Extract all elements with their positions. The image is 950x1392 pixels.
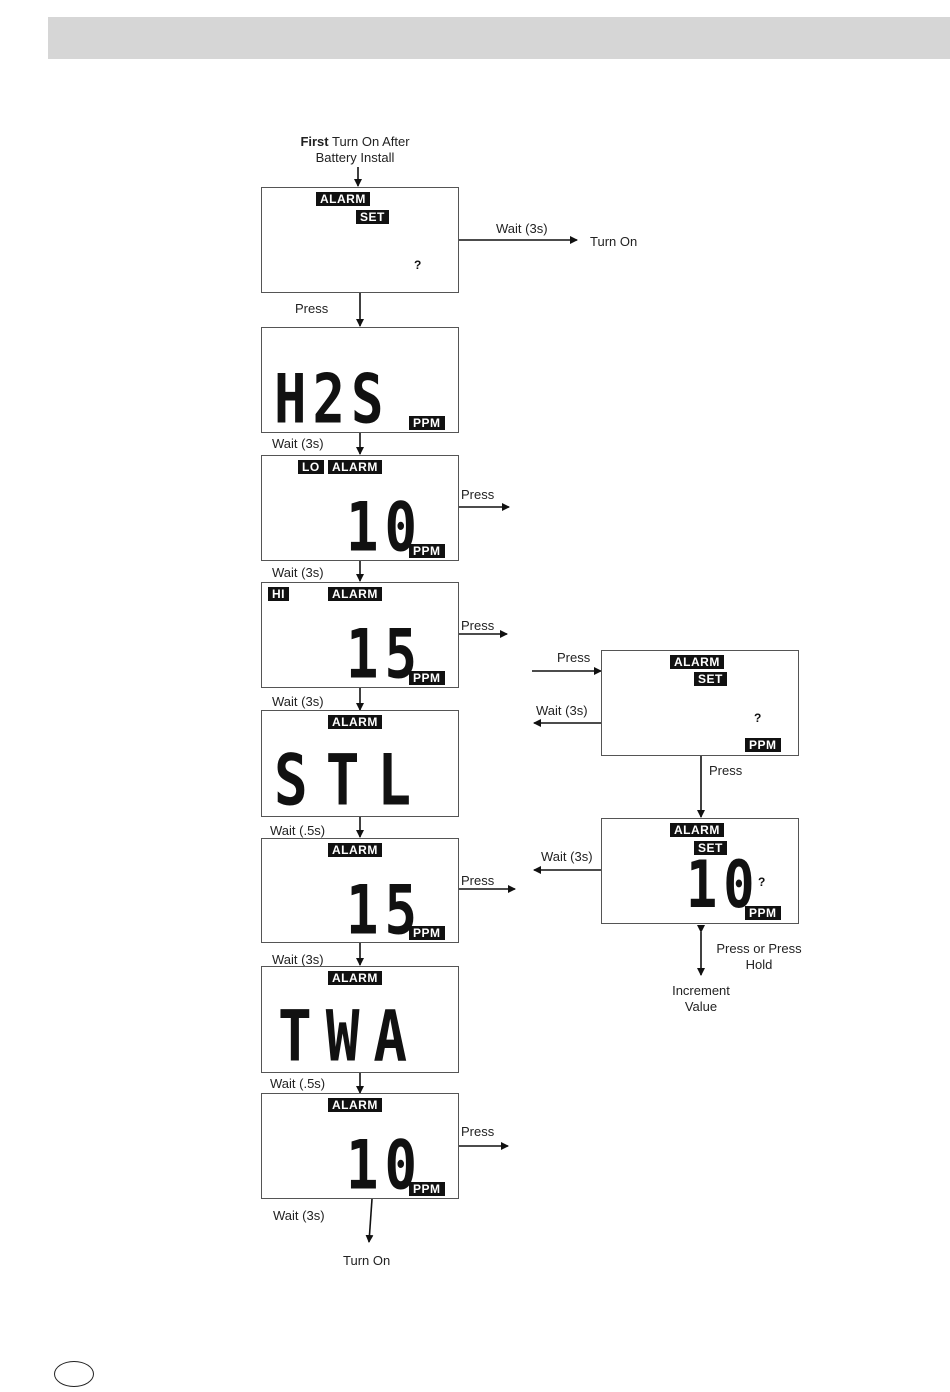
start-first: First	[300, 134, 329, 149]
label-press-s1: Press	[295, 301, 329, 316]
lcd-screen-8: ALARM 10 PPM	[261, 1093, 459, 1199]
alarm-tag: ALARM	[328, 1098, 382, 1112]
display-digits: 10	[346, 1125, 424, 1205]
label-wait-s2: Wait (3s)	[272, 436, 324, 451]
lcd-screen-r2: ALARM SET 10 ? PPM	[601, 818, 799, 924]
label-turn-on-1: Turn On	[590, 234, 638, 249]
label-press-r: Press	[557, 650, 591, 665]
label-wait-r2: Wait (3s)	[541, 849, 593, 864]
start-caption: First Turn On After Battery Install	[290, 134, 420, 166]
label-wait-s1: Wait (3s)	[496, 221, 548, 236]
lcd-screen-5: ALARM STL	[261, 710, 459, 817]
lcd-screen-3: LO ALARM 10 PPM	[261, 455, 459, 561]
alarm-tag: ALARM	[670, 823, 724, 837]
header-band	[48, 17, 950, 59]
alarm-tag: ALARM	[670, 655, 724, 669]
label-wait-s5: Wait (.5s)	[270, 823, 326, 838]
lcd-screen-4: HI ALARM 15 PPM	[261, 582, 459, 688]
label-press-s6: Press	[461, 873, 495, 888]
display-digits: H2S	[274, 359, 390, 439]
alarm-tag: ALARM	[328, 971, 382, 985]
increment-line1: Increment	[672, 983, 730, 998]
ppm-tag: PPM	[745, 738, 781, 752]
lo-tag: LO	[298, 460, 324, 474]
display-digits: TWA	[278, 996, 422, 1078]
ppm-tag: PPM	[745, 906, 781, 920]
ppm-tag: PPM	[409, 1182, 445, 1196]
display-digits: 10	[686, 848, 761, 923]
label-press-r1: Press	[709, 763, 743, 778]
alarm-tag: ALARM	[328, 460, 382, 474]
alarm-tag: ALARM	[328, 843, 382, 857]
label-wait-r1: Wait (3s)	[536, 703, 588, 718]
arrow-s8-turn-on	[365, 1198, 374, 1243]
hi-tag: HI	[268, 587, 289, 601]
press-or-hold-line1: Press or Press	[716, 941, 802, 956]
label-press-s3: Press	[461, 487, 495, 502]
ppm-tag: PPM	[409, 926, 445, 940]
label-wait-s6: Wait (3s)	[272, 952, 324, 967]
lcd-screen-2: H2S PPM	[261, 327, 459, 433]
lcd-screen-1: ALARM SET ?	[261, 187, 459, 293]
display-digits: 10	[346, 487, 424, 567]
lcd-screen-r1: ALARM SET ? PPM	[601, 650, 799, 756]
display-digits: 15	[346, 614, 424, 694]
label-wait-s4: Wait (3s)	[272, 694, 324, 709]
display-digits: STL	[274, 740, 430, 822]
lcd-screen-7: ALARM TWA	[261, 966, 459, 1073]
lcd-screen-6: ALARM 15 PPM	[261, 838, 459, 950]
set-tag: SET	[694, 841, 727, 855]
increment-line2: Value	[684, 999, 718, 1014]
set-tag: SET	[694, 672, 727, 686]
start-rest: Turn On After	[332, 134, 410, 149]
label-wait-s7: Wait (.5s)	[270, 1076, 326, 1091]
label-press-s8: Press	[461, 1124, 495, 1139]
label-press-s4: Press	[461, 618, 495, 633]
ppm-tag: PPM	[409, 671, 445, 685]
display-digits: 15	[346, 870, 424, 950]
set-tag: SET	[356, 210, 389, 224]
question-mark: ?	[414, 258, 422, 272]
question-mark: ?	[758, 875, 766, 889]
ppm-tag: PPM	[409, 416, 445, 430]
ppm-tag: PPM	[409, 544, 445, 558]
alarm-tag: ALARM	[316, 192, 370, 206]
page-badge	[54, 1361, 94, 1387]
alarm-tag: ALARM	[328, 587, 382, 601]
press-or-hold-line2: Hold	[745, 957, 773, 972]
alarm-tag: ALARM	[328, 715, 382, 729]
start-line2: Battery Install	[315, 150, 395, 165]
label-increment-value: Increment Value	[663, 983, 739, 1015]
label-wait-s8: Wait (3s)	[273, 1208, 325, 1223]
label-turn-on-2: Turn On	[343, 1253, 391, 1268]
label-wait-s3: Wait (3s)	[272, 565, 324, 580]
label-press-or-hold: Press or Press Hold	[708, 941, 810, 973]
question-mark: ?	[754, 711, 762, 725]
